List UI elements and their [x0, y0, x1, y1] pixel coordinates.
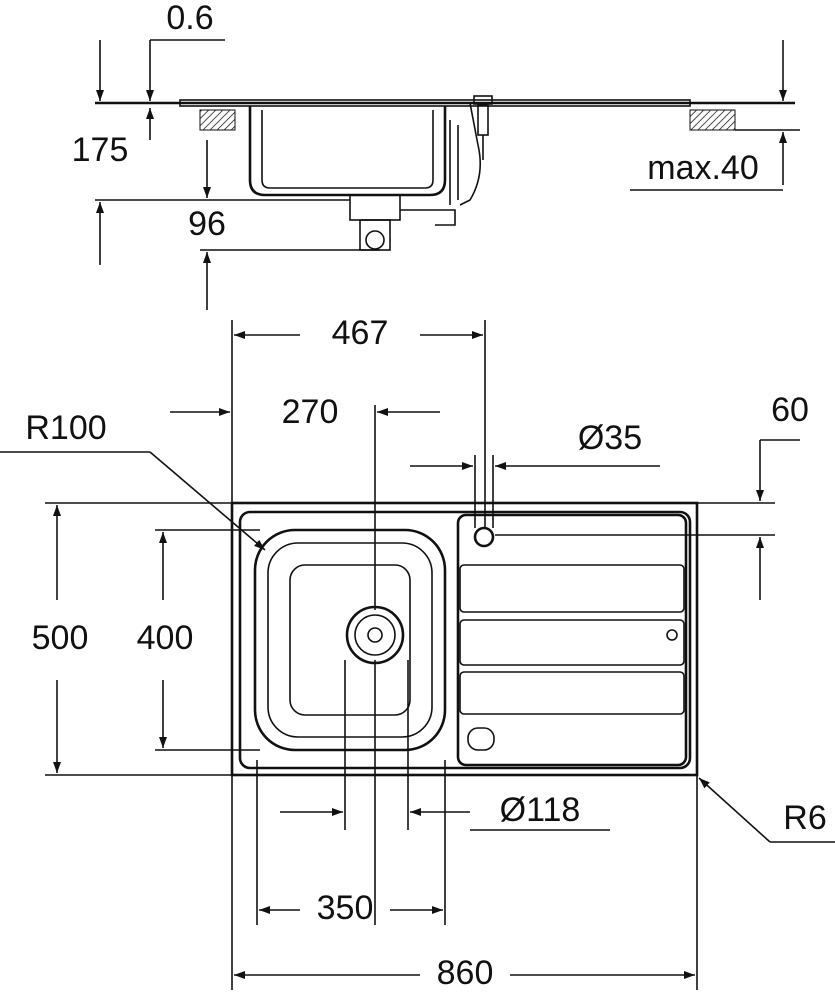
dim-diameter-35: Ø35 [578, 419, 642, 457]
drainboard [456, 513, 688, 767]
dimension-labels: 0.6 175 96 max.40 467 R100 270 Ø35 60 50… [25, 0, 826, 992]
dim-860: 860 [437, 954, 494, 992]
side-view [95, 95, 795, 251]
dim-467: 467 [332, 314, 389, 352]
dim-60: 60 [771, 391, 809, 429]
dim-r100: R100 [25, 409, 106, 447]
dim-270: 270 [282, 393, 339, 431]
dim-500: 500 [32, 619, 89, 657]
overflow [467, 727, 495, 751]
dim-0-6: 0.6 [166, 0, 213, 37]
plan-view [230, 501, 699, 777]
dim-175: 175 [72, 131, 129, 169]
dim-350: 350 [317, 889, 374, 927]
dim-400: 400 [137, 619, 194, 657]
dim-r6: R6 [783, 799, 826, 837]
tap-hole [473, 526, 495, 548]
dim-96: 96 [188, 205, 226, 243]
dim-max-40: max.40 [647, 149, 759, 187]
dim-diameter-118: Ø118 [500, 791, 581, 829]
dimension-lines [0, 39, 835, 990]
